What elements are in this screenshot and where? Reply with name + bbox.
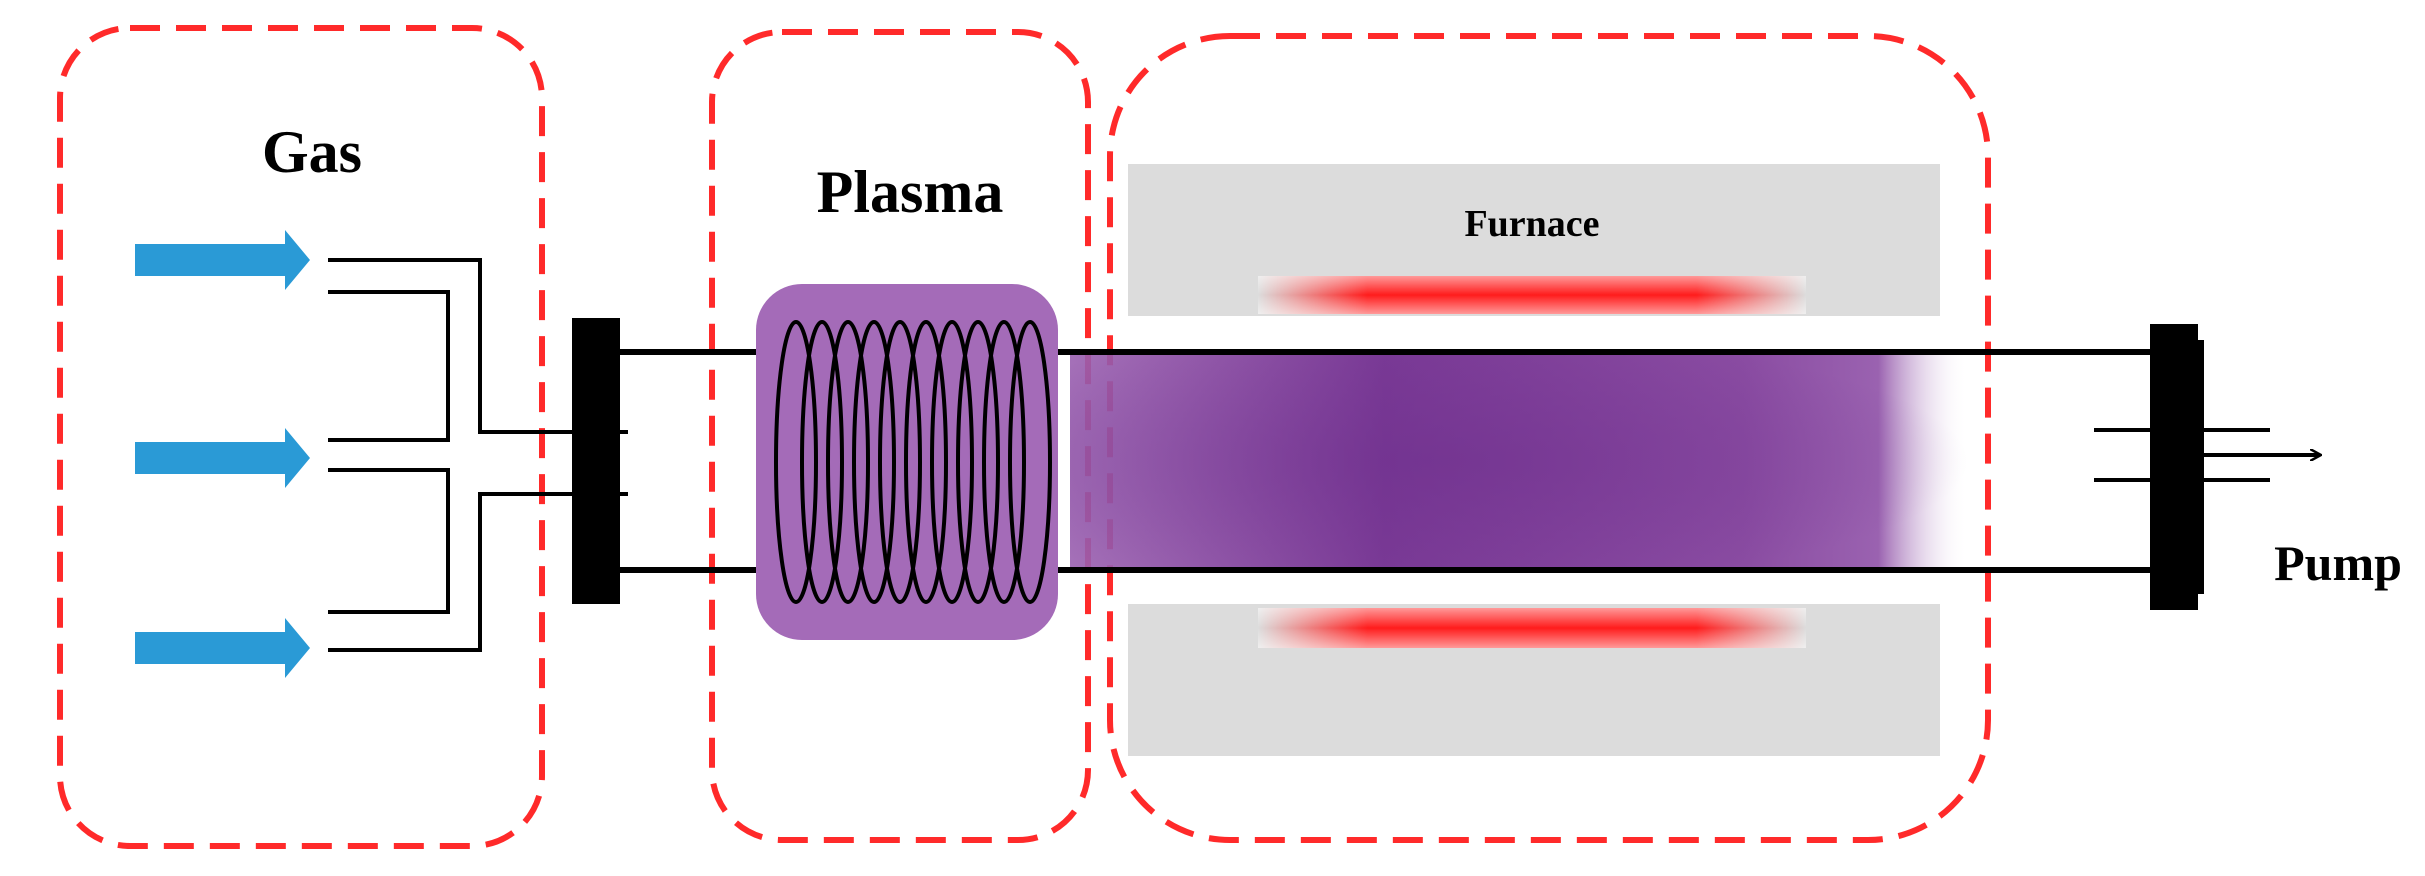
pump-label: Pump [2274,535,2402,591]
pump-outlet [2094,428,2320,482]
inlet-flange [572,318,620,604]
gas-section-border [57,25,545,849]
induction-coil [774,320,1052,604]
arrow-icon [135,618,310,678]
arrow-icon [135,428,310,488]
outlet-flange [2150,324,2198,610]
gas-inlet-arrows [135,230,310,678]
plasma-label: Plasma [817,159,1004,225]
plasma-section-border [709,29,1091,843]
gas-label: Gas [262,119,362,185]
furnace-label: Furnace [1464,203,1599,245]
arrow-icon [135,230,310,290]
gas-manifold [328,258,628,652]
